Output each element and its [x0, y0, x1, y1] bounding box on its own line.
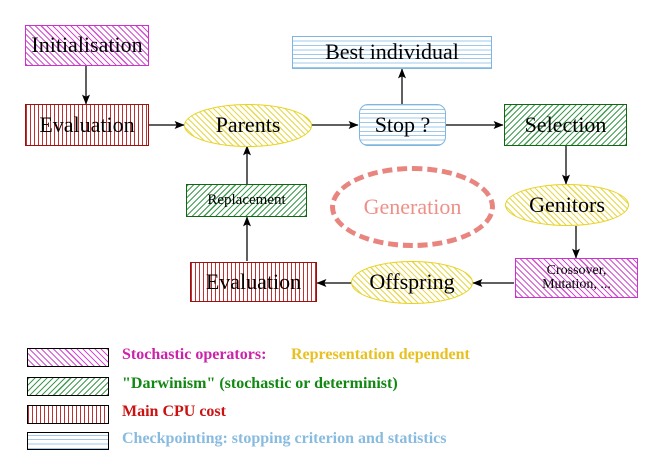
- node-initialisation-label: Initialisation: [31, 32, 143, 58]
- node-parents[interactable]: Parents: [184, 104, 312, 147]
- node-evaluation-bottom-label: Evaluation: [205, 268, 302, 294]
- node-stop[interactable]: Stop ?: [359, 104, 446, 146]
- legend-label-darwinism: "Darwinism" (stochastic or determinist): [122, 375, 398, 392]
- node-initialisation[interactable]: Initialisation: [25, 25, 149, 66]
- node-crossover-mutation[interactable]: Crossover, Mutation, ...: [515, 258, 638, 298]
- node-parents-label: Parents: [215, 112, 281, 138]
- node-stop-label: Stop ?: [374, 111, 431, 137]
- legend-label-stochastic-operators: Stochastic operators:: [122, 346, 267, 363]
- legend-swatch-stochastic-operators: [27, 348, 109, 367]
- node-selection[interactable]: Selection: [504, 104, 627, 146]
- legend-swatch-main-cpu-cost: [27, 405, 109, 424]
- node-evaluation-top-label: Evaluation: [39, 111, 135, 137]
- node-offspring-label: Offspring: [369, 269, 455, 295]
- legend-swatch-darwinism: [27, 377, 109, 396]
- legend-label-checkpointing: Checkpointing: stopping criterion and st…: [122, 430, 447, 447]
- node-replacement-label: Replacement: [207, 191, 286, 208]
- node-offspring[interactable]: Offspring: [351, 261, 473, 304]
- node-crossover-mutation-label-line1: Crossover,: [546, 262, 607, 278]
- node-evaluation-bottom[interactable]: Evaluation: [190, 262, 317, 302]
- legend-swatch-checkpointing: [27, 432, 109, 450]
- node-selection-label: Selection: [524, 111, 607, 137]
- node-evaluation-top[interactable]: Evaluation: [25, 104, 149, 146]
- legend-label-main-cpu-cost: Main CPU cost: [122, 403, 226, 420]
- node-generation-label: Generation: [363, 194, 462, 219]
- node-best-individual[interactable]: Best individual: [292, 36, 492, 69]
- node-genitors-label: Genitors: [529, 191, 605, 217]
- node-best-individual-label: Best individual: [325, 39, 459, 65]
- legend-label-representation-dependent: Representation dependent: [291, 346, 470, 363]
- node-genitors[interactable]: Genitors: [505, 184, 629, 226]
- node-generation-group: Generation: [330, 166, 495, 248]
- node-crossover-mutation-label-line2: Mutation, ...: [542, 277, 611, 292]
- node-replacement[interactable]: Replacement: [186, 184, 307, 217]
